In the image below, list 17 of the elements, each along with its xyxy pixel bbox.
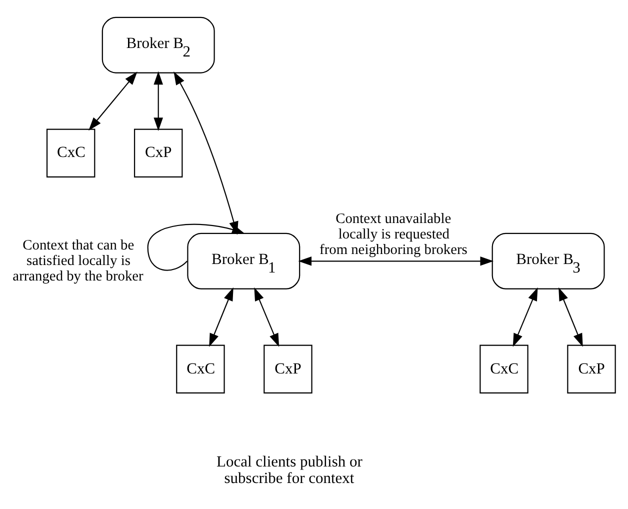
- arrow: [558, 287, 583, 347]
- node-box: CxC: [46, 128, 96, 178]
- node-box: CxP: [567, 344, 616, 394]
- node-box: CxP: [264, 344, 312, 394]
- node-box: CxC: [480, 344, 528, 394]
- arrow: [147, 224, 246, 271]
- arrow: [154, 71, 164, 131]
- node-box: CxC: [176, 344, 225, 394]
- node-box: CxP: [134, 128, 183, 178]
- arrow: [298, 256, 494, 266]
- arrow: [209, 287, 234, 347]
- edge-label: Context that can be satisfied locally is arranged by the broker: [12, 237, 144, 284]
- label: Local clients publish or subscribe for context: [216, 453, 362, 487]
- arrow: [254, 287, 280, 347]
- arrow: [512, 287, 538, 347]
- edge-label: Context unavailable locally is requested from neighboring brokers: [320, 210, 468, 258]
- arrow: [88, 72, 138, 131]
